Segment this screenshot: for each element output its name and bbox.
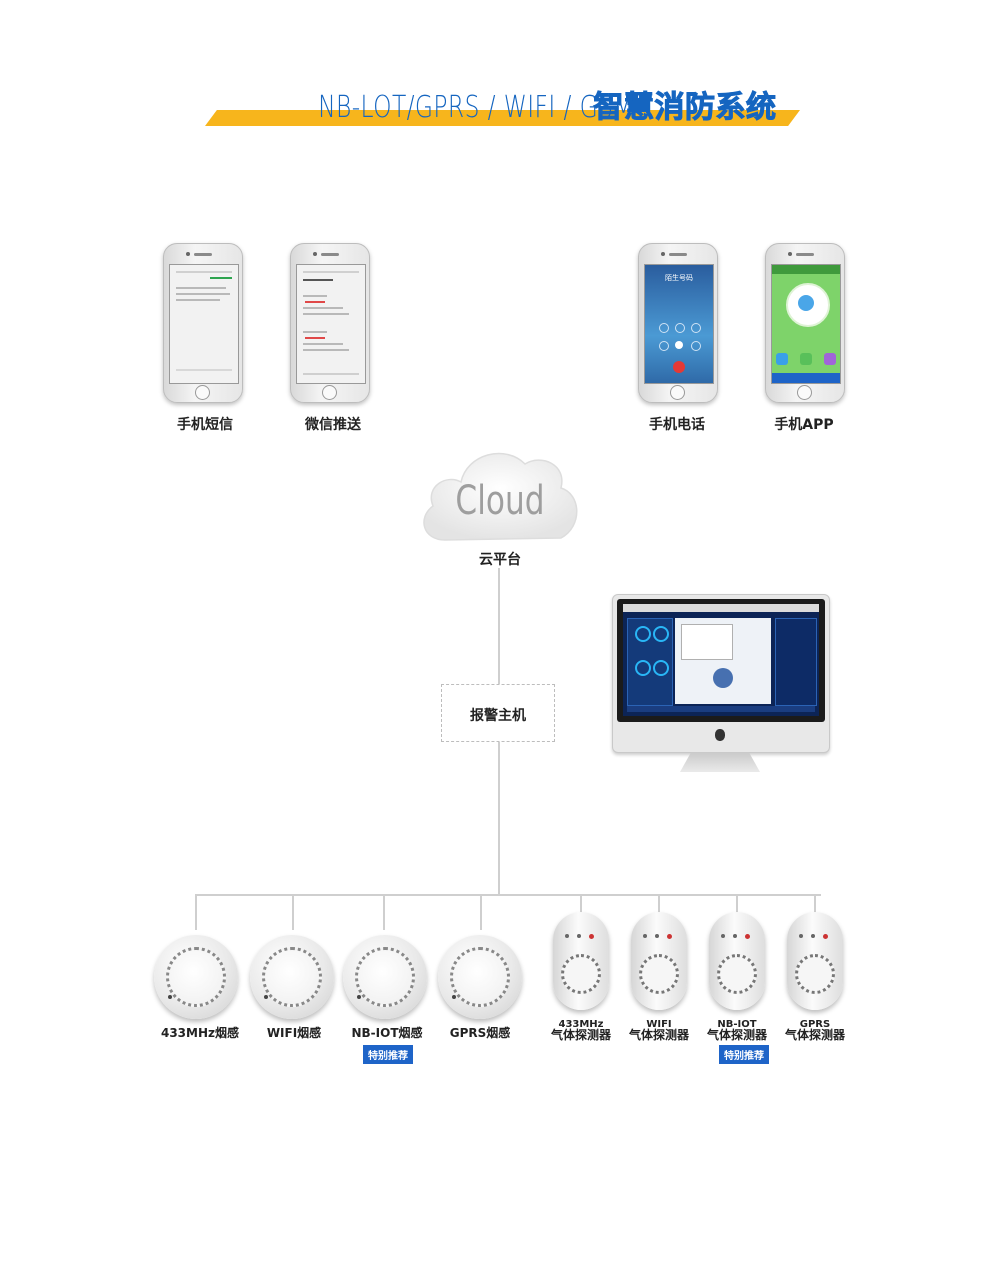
sensor-label-gas-gprs: 气体探测器 [784, 1028, 845, 1042]
caller-name: 陌生号码 [665, 274, 693, 282]
alarm-host-box: 报警主机 [441, 684, 555, 742]
app-icon-2 [800, 353, 812, 365]
channel-label-sms: 手机短信 [177, 417, 233, 433]
title-underline-bar [205, 110, 800, 126]
sensor-label-gas-gprs-top: GPRS [799, 1019, 831, 1030]
app-icon-1 [776, 353, 788, 365]
channel-label-wechat: 微信推送 [305, 417, 361, 433]
call-screen: 陌生号码 [644, 264, 714, 384]
sensor-label-smoke-gprs: GPRS烟感 [449, 1026, 511, 1040]
alarm-host-label: 报警主机 [470, 708, 526, 724]
cloud-platform-label: 云平台 [479, 552, 521, 568]
monitor-icon [612, 594, 830, 753]
page-title: NB-LOT/GPRS / WIFI / GSM智慧消防系统 [205, 82, 800, 130]
channel-label-call: 手机电话 [649, 417, 705, 433]
connector-cloud-host [498, 568, 500, 684]
phone-sms [163, 243, 243, 403]
phone-app [765, 243, 845, 403]
smoke-detector-wifi [250, 935, 334, 1019]
sensor-label-smoke-nbiot: NB-IOT烟感 [351, 1026, 423, 1040]
sms-screen [169, 264, 239, 384]
monitor-stand [680, 752, 760, 772]
gas-detector-wifi [631, 912, 687, 1010]
smoke-detector-gprs [438, 935, 522, 1019]
sensor-label-gas-433: 气体探测器 [550, 1028, 611, 1042]
gas-detector-nbiot [709, 912, 765, 1010]
phone-call: 陌生号码 [638, 243, 718, 403]
recommend-badge-gas: 特别推荐 [719, 1045, 769, 1064]
app-screen [771, 264, 841, 384]
gas-detector-gprs [787, 912, 843, 1010]
wechat-screen [296, 264, 366, 384]
recommend-badge-smoke: 特别推荐 [363, 1045, 413, 1064]
connector-host-bus [498, 742, 500, 895]
sensor-label-gas-nbiot-top: NB-IOT [717, 1019, 757, 1030]
sensor-label-smoke-433: 433MHz烟感 [160, 1026, 240, 1040]
sensor-label-smoke-wifi: WIFI烟感 [266, 1026, 322, 1040]
gas-detector-433 [553, 912, 609, 1010]
cloud-word: Cloud [455, 478, 545, 524]
sensor-bus-line [195, 894, 821, 896]
smoke-detector-nbiot [343, 935, 427, 1019]
channel-label-app: 手机APP [774, 417, 834, 433]
sensor-label-gas-wifi-top: WIFI [646, 1019, 672, 1030]
sensor-label-gas-433-top: 433MHz [558, 1019, 604, 1030]
hangup-icon [673, 361, 685, 373]
smoke-detector-433 [154, 935, 238, 1019]
apple-logo-icon [715, 729, 725, 741]
title-chinese: 智慧消防系统 [593, 90, 777, 126]
app-icon-3 [824, 353, 836, 365]
sensor-label-gas-wifi: 气体探测器 [628, 1028, 689, 1042]
title-text: NB-LOT/GPRS / WIFI / GSM智慧消防系统 [205, 82, 800, 126]
title-latin: NB-LOT/GPRS / WIFI / GSM [317, 90, 634, 125]
phone-wechat [290, 243, 370, 403]
dashboard-screen [623, 604, 819, 716]
cloud-icon [423, 452, 578, 541]
sensor-label-gas-nbiot: 气体探测器 [706, 1028, 767, 1042]
